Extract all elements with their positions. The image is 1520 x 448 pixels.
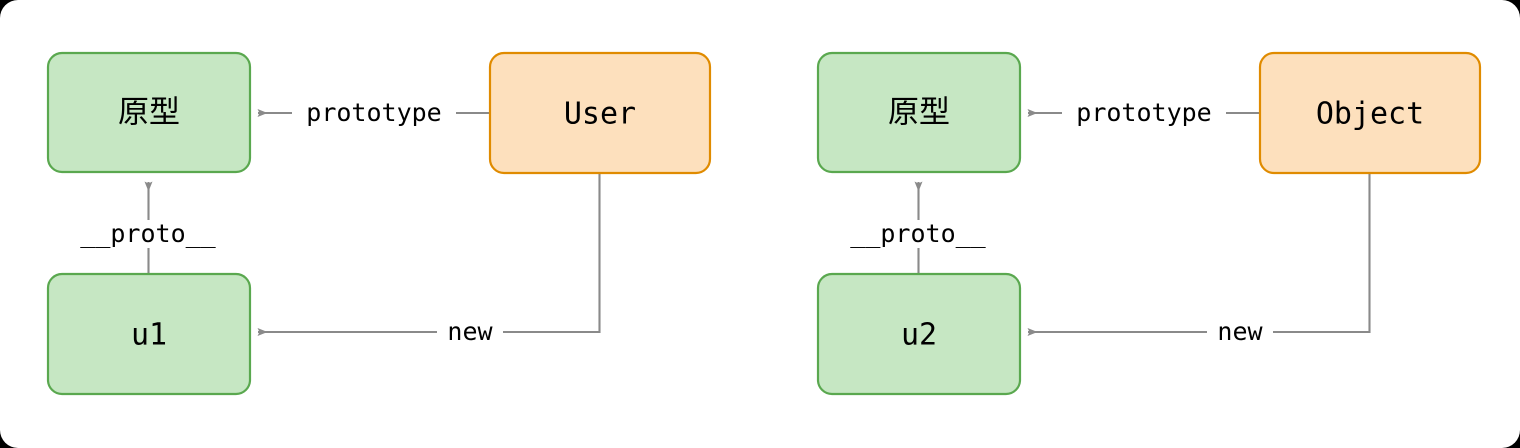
edge-new-u1-label: new [447, 317, 493, 346]
edge-new-u2: new [1027, 174, 1371, 346]
node-u1-label: u1 [131, 318, 167, 353]
edge-prototype-object: prototype [1027, 98, 1259, 127]
edge-new-u1: new [257, 174, 601, 346]
node-prototype-left[interactable]: 原型 [46, 51, 252, 174]
node-object-rect[interactable] [1258, 51, 1482, 175]
node-user-label: User [564, 97, 636, 132]
node-prototype-right-rect[interactable] [816, 51, 1022, 174]
edge-new-u2-line [1027, 174, 1371, 336]
node-object[interactable]: Object [1258, 51, 1482, 175]
edge-prototype-object-label-bg [1062, 99, 1226, 127]
edge-prototype-user-label-bg [292, 99, 456, 127]
edge-proto-u1-label-bg [64, 220, 234, 248]
node-u1[interactable]: u1 [46, 272, 252, 396]
node-u2-label: u2 [901, 318, 937, 353]
edge-prototype-user-label: prototype [306, 98, 441, 127]
edge-proto-u2-label: __proto__ [850, 219, 986, 248]
edge-new-u1-label-bg [437, 318, 503, 346]
edge-prototype-object-label: prototype [1076, 98, 1211, 127]
node-object-label: Object [1316, 97, 1424, 132]
edge-new-u1-line [257, 174, 601, 336]
node-prototype-right[interactable]: 原型 [816, 51, 1022, 174]
node-prototype-left-label: 原型 [118, 95, 180, 131]
node-u2-rect[interactable] [816, 272, 1022, 396]
edge-new-u2-label-bg [1207, 318, 1273, 346]
edge-proto-u2-label-bg [834, 220, 1004, 248]
edge-proto-u1-label: __proto__ [80, 219, 216, 248]
node-user[interactable]: User [488, 51, 712, 175]
node-user-rect[interactable] [488, 51, 712, 175]
node-prototype-left-rect[interactable] [46, 51, 252, 174]
edge-proto-u2: __proto__ [834, 181, 1004, 273]
node-u1-rect[interactable] [46, 272, 252, 396]
edge-prototype-user: prototype [257, 98, 489, 127]
node-prototype-right-label: 原型 [888, 95, 950, 131]
edge-new-u2-label: new [1217, 317, 1263, 346]
node-u2[interactable]: u2 [816, 272, 1022, 396]
edge-proto-u1: __proto__ [64, 181, 234, 273]
